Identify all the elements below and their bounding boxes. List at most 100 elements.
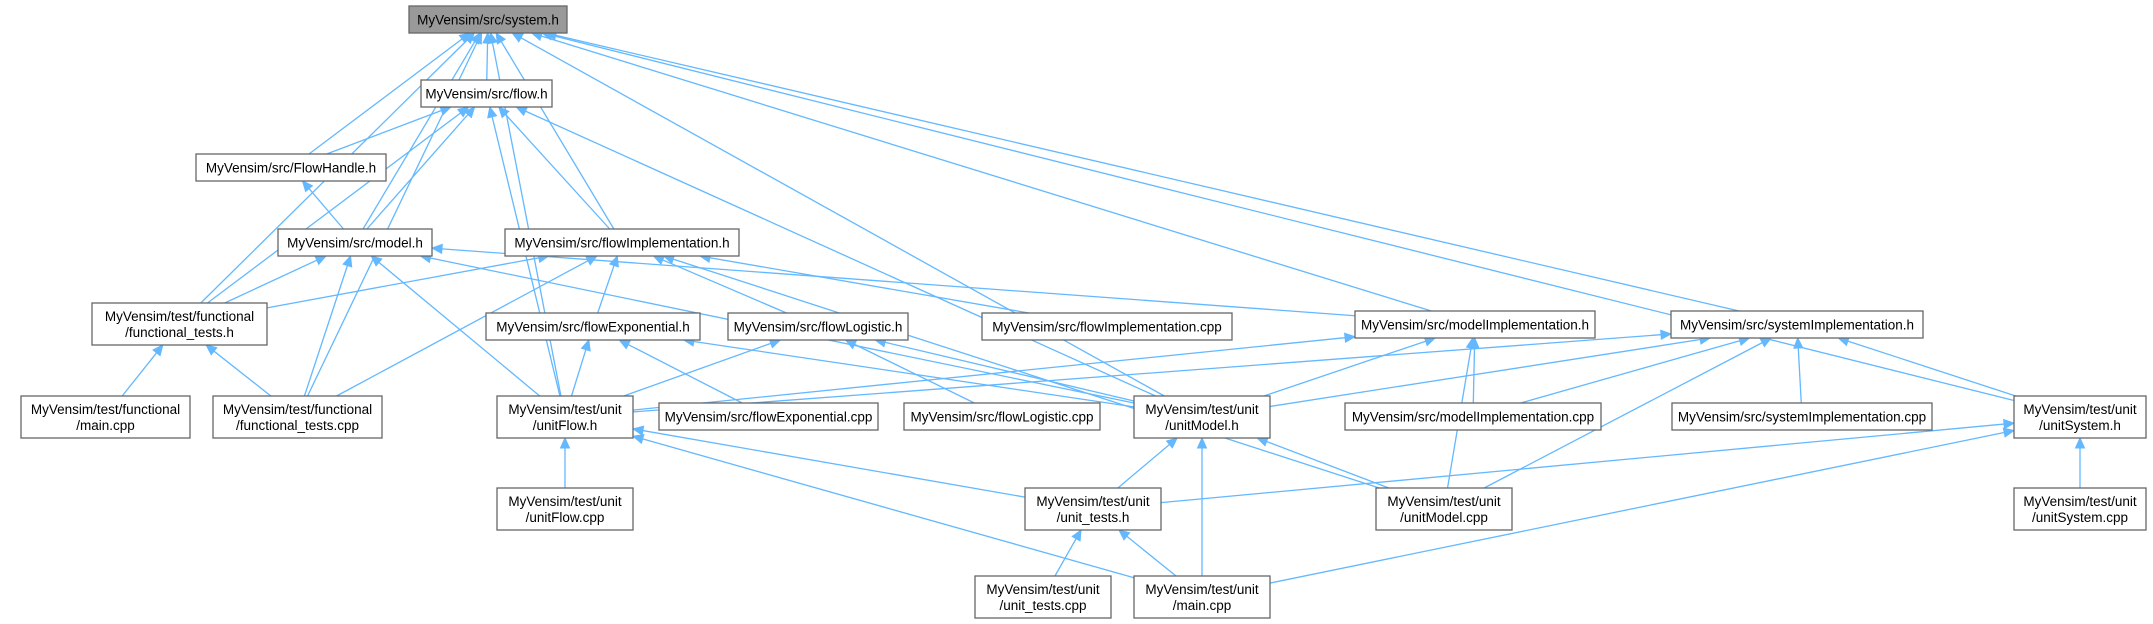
edge-arrowhead (370, 255, 383, 267)
node-box (20, 395, 191, 439)
node-label-line: MyVensim/src/flowExponential.h (496, 320, 690, 335)
edge-arrowhead (342, 254, 353, 268)
edge-line (1797, 347, 1802, 404)
edge-unittests_h-to-unitmodel_h (1117, 437, 1179, 489)
edge-arrowhead (205, 344, 218, 356)
edge-modelimpl_cpp-to-sysimpl_h (1520, 335, 1751, 404)
node-label-line: /main.cpp (76, 418, 135, 433)
node-fmain_cpp[interactable]: MyVensim/test/functional/main.cpp (20, 395, 191, 439)
edge-arrowhead (652, 255, 666, 265)
edge-flowlog_cpp-to-flowlog_h (844, 339, 975, 404)
node-box (1671, 402, 1933, 431)
edge-line (1520, 340, 1741, 404)
edge-line (1269, 338, 1701, 408)
edge-flowexp_cpp-to-flowexp_h (618, 339, 743, 404)
node-unittests_h[interactable]: MyVensim/test/unit/unit_tests.h (1024, 487, 1162, 531)
edge-line (308, 188, 344, 230)
node-unitsystem_h[interactable]: MyVensim/test/unit/unitSystem.h (2013, 395, 2147, 439)
edge-arrowhead (487, 31, 498, 45)
edge-line (1472, 347, 1476, 404)
edge-flowimpl_h-to-flow_h (497, 106, 611, 230)
edge-line (1117, 443, 1170, 489)
edge-arrowhead (1793, 336, 1804, 349)
edge-line (266, 257, 539, 309)
edge-line (854, 343, 975, 404)
node-sysimpl_h[interactable]: MyVensim/src/systemImplementation.h (1670, 310, 1924, 339)
node-box (2013, 395, 2147, 439)
edge-unittests_cpp-to-unittests_h (1054, 528, 1082, 577)
edge-arrowhead (631, 425, 645, 436)
edge-unitmodel_cpp-to-unitmodel_h (1256, 436, 1389, 489)
node-unitflow_cpp[interactable]: MyVensim/test/unit/unitFlow.cpp (496, 487, 634, 531)
node-flowimpl_cpp[interactable]: MyVensim/src/flowImplementation.cpp (981, 312, 1233, 341)
node-unitmodel_cpp[interactable]: MyVensim/test/unit/unitModel.cpp (1375, 487, 1513, 531)
edge-line (709, 257, 1030, 314)
edge-arrowhead (1465, 336, 1477, 350)
edge-umain_cpp-to-unitsystem_h (1269, 427, 2016, 584)
edge-ftests_cpp-to-model_h (303, 254, 353, 397)
node-unittests_cpp[interactable]: MyVensim/test/unit/unit_tests.cpp (974, 575, 1112, 619)
node-flowimpl_h[interactable]: MyVensim/src/flowImplementation.h (504, 228, 740, 257)
edge-arrowhead (1759, 337, 1773, 348)
node-label-line: MyVensim/src/FlowHandle.h (206, 161, 376, 176)
node-label-line: MyVensim/src/system.h (417, 13, 559, 28)
node-label-line: MyVensim/src/flow.h (425, 87, 547, 102)
edge-line (1126, 535, 1177, 577)
edge-line (632, 337, 1346, 411)
node-label-line: /unitSystem.h (2039, 418, 2121, 433)
edge-line (336, 260, 589, 397)
node-modelimpl_h[interactable]: MyVensim/src/modelImplementation.h (1354, 310, 1596, 339)
edge-line (500, 41, 615, 230)
node-label-line: MyVensim/test/functional (105, 309, 254, 324)
edge-line (525, 110, 1156, 397)
node-flowhandle_h[interactable]: MyVensim/src/FlowHandle.h (195, 153, 387, 182)
node-flow_h[interactable]: MyVensim/src/flow.h (420, 79, 553, 108)
edge-line (1160, 423, 2005, 504)
node-flowlog_h[interactable]: MyVensim/src/flowLogistic.h (727, 312, 909, 341)
edge-line (662, 259, 787, 314)
node-unitmodel_h[interactable]: MyVensim/test/unit/unitModel.h (1133, 395, 1271, 439)
edge-line (520, 37, 1165, 397)
node-ftests_h[interactable]: MyVensim/test/functional/functional_test… (91, 302, 268, 346)
node-label-line: MyVensim/test/unit (508, 494, 622, 509)
node-umain_cpp[interactable]: MyVensim/test/unit/main.cpp (1133, 575, 1271, 619)
node-label-line: MyVensim/test/unit (986, 582, 1100, 597)
node-label-line: MyVensim/src/flowLogistic.cpp (910, 410, 1093, 425)
node-model_h[interactable]: MyVensim/src/model.h (277, 228, 433, 257)
edge-arrowhead (511, 32, 524, 43)
node-unitflow_h[interactable]: MyVensim/test/unit/unitFlow.h (496, 395, 634, 439)
edge-arrowhead (152, 344, 164, 357)
edge-arrowhead (559, 436, 571, 449)
edge-line (632, 334, 1662, 413)
edge-unitflow_h-to-flowexp_h (570, 338, 591, 397)
edge-unitmodel_h-to-sysimpl_h (1269, 334, 1712, 408)
edge-fmain_cpp-to-ftests_h (121, 344, 164, 397)
node-box (1024, 487, 1162, 531)
edge-model_h-to-flowhandle_h (301, 180, 344, 230)
node-box (496, 395, 634, 439)
node-label-line: MyVensim/src/flowImplementation.cpp (992, 320, 1222, 335)
node-label-line: MyVensim/src/modelImplementation.cpp (1352, 410, 1594, 425)
edge-line (642, 429, 1026, 498)
edge-arrowhead (497, 106, 510, 119)
node-box (408, 5, 568, 34)
node-label-line: MyVensim/test/unit (2023, 494, 2137, 509)
edge-arrowhead (472, 31, 483, 45)
node-box (1670, 310, 1924, 339)
node-system_h[interactable]: MyVensim/src/system.h (408, 5, 568, 34)
edge-flowexp_h-to-flowimpl_h (597, 254, 619, 314)
node-unitsystem_cpp[interactable]: MyVensim/test/unit/unitSystem.cpp (2013, 487, 2147, 531)
node-flowlog_cpp[interactable]: MyVensim/src/flowLogistic.cpp (903, 402, 1101, 431)
node-modelimpl_cpp[interactable]: MyVensim/src/modelImplementation.cpp (1344, 402, 1602, 431)
node-ftests_cpp[interactable]: MyVensim/test/functional/functional_test… (212, 395, 383, 439)
node-sysimpl_cpp[interactable]: MyVensim/src/systemImplementation.cpp (1671, 402, 1933, 431)
edge-arrowhead (1165, 437, 1179, 449)
node-flowexp_h[interactable]: MyVensim/src/flowExponential.h (485, 312, 701, 341)
node-label-line: MyVensim/src/modelImplementation.h (1361, 318, 1589, 333)
node-flowexp_cpp[interactable]: MyVensim/src/flowExponential.cpp (658, 402, 879, 431)
node-box (212, 395, 383, 439)
node-box (1344, 402, 1602, 431)
edge-ftests_h-to-flowimpl_h (266, 252, 550, 309)
node-label-line: MyVensim/src/systemImplementation.h (1680, 318, 1914, 333)
node-label-line: /main.cpp (1173, 598, 1232, 613)
